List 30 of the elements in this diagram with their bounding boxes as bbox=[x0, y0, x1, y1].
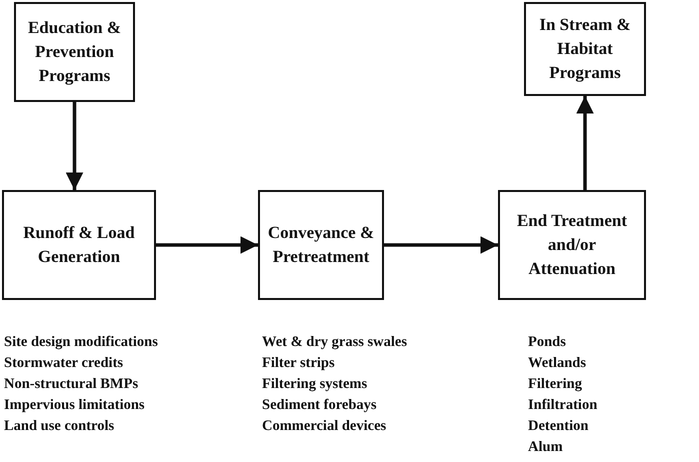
box-label: In Stream & Habitat Programs bbox=[538, 14, 632, 84]
list-item: Land use controls bbox=[4, 417, 116, 436]
process-box bbox=[14, 2, 135, 102]
box-label: Runoff & Load Generation bbox=[22, 222, 136, 268]
list-item: Detention bbox=[528, 417, 590, 436]
list-item: Impervious limitations bbox=[4, 396, 146, 415]
list-item: Filter strips bbox=[262, 354, 336, 373]
arrow bbox=[66, 102, 84, 190]
list-item: Wet & dry grass swales bbox=[262, 333, 407, 352]
list-item: Non-structural BMPs bbox=[4, 375, 140, 394]
list-item: Alum bbox=[528, 438, 564, 457]
box-label: Conveyance & Pretreatment bbox=[266, 222, 376, 268]
list-item: Wetlands bbox=[528, 354, 588, 373]
list-item: Ponds bbox=[528, 333, 567, 352]
process-box bbox=[498, 190, 646, 300]
list-item: Stormwater credits bbox=[4, 354, 124, 373]
list-item: Filtering systems bbox=[262, 375, 368, 394]
list-item: Filtering bbox=[528, 375, 583, 394]
process-box bbox=[2, 190, 156, 300]
box-label: Education & Prevention Programs bbox=[26, 17, 122, 87]
list-item: Infiltration bbox=[528, 396, 598, 415]
arrow bbox=[384, 236, 498, 254]
arrow bbox=[156, 236, 258, 254]
list-item: Site design modifications bbox=[4, 333, 158, 352]
list-item: Sediment forebays bbox=[262, 396, 378, 415]
process-box bbox=[258, 190, 384, 300]
list-item: Commercial devices bbox=[262, 417, 388, 436]
box-label: End Treatment and/or Attenuation bbox=[516, 210, 628, 280]
arrow bbox=[576, 96, 594, 190]
process-box bbox=[524, 2, 646, 96]
